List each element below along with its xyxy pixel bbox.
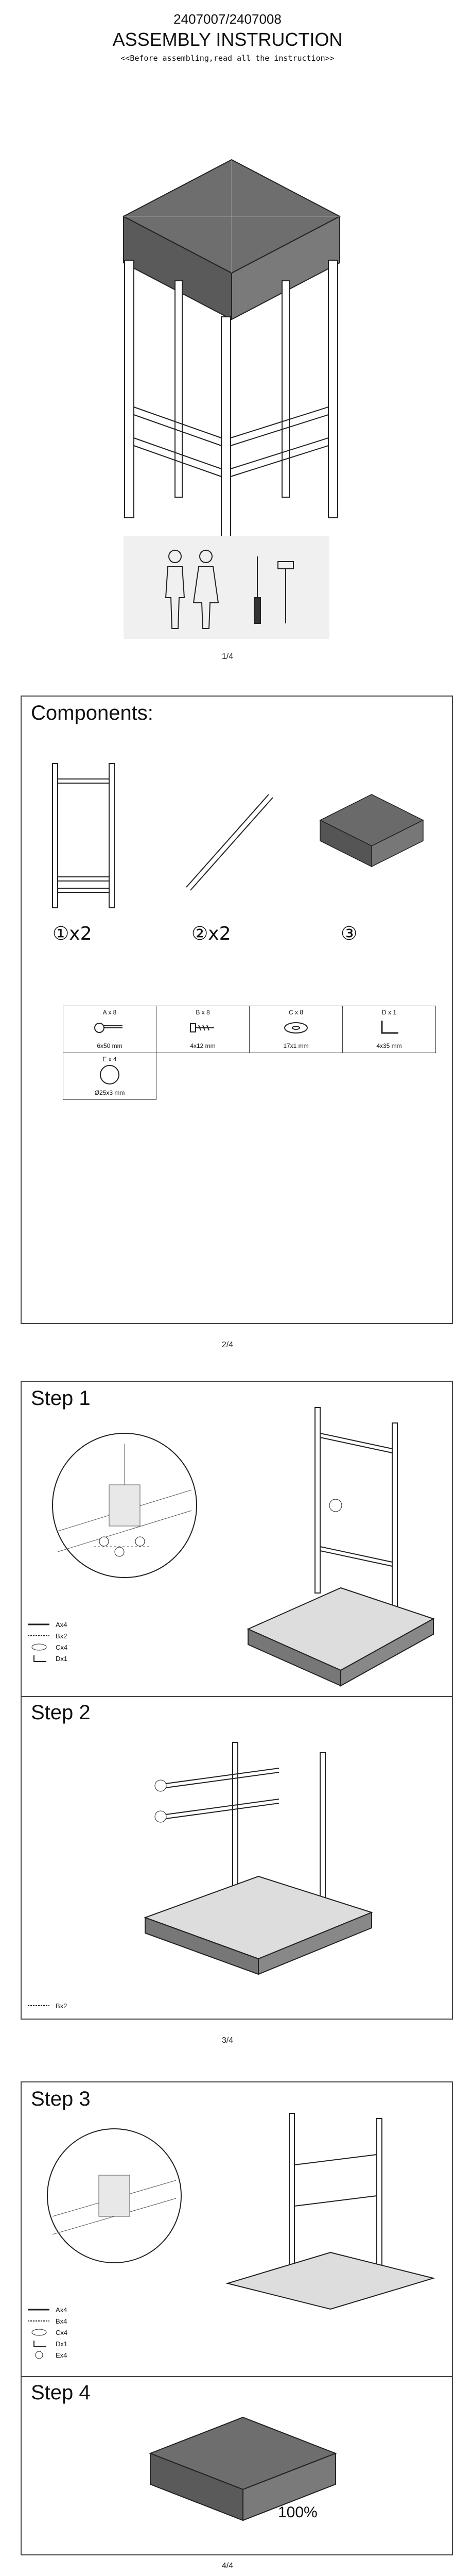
legend-label: Bx2 (56, 2002, 67, 2010)
hardware-e-label: E x 4 (102, 1056, 117, 1063)
felt-pad-icon (35, 2351, 43, 2359)
step-4-heading: Step 4 (31, 2381, 91, 2404)
washer-icon (31, 2329, 47, 2336)
step-2-legend: Bx2 (24, 2000, 67, 2011)
legend-row: Cx4 (24, 1641, 67, 1653)
allen-key-icon (33, 1655, 46, 1662)
hardware-b-label: B x 8 (196, 1009, 210, 1016)
stool-illustration (122, 159, 341, 539)
legend-label: Ax4 (56, 1620, 67, 1629)
hardware-a-size: 6x50 mm (97, 1042, 122, 1049)
step-divider (22, 1696, 452, 1697)
seat-part (319, 794, 424, 868)
hardware-e: E x 4 Ø25x3 mm (63, 1053, 156, 1100)
side-frame-part (52, 763, 115, 908)
legend-row: Bx4 (24, 2315, 67, 2327)
step-1-legend: Ax4 Bx2 Cx4 Dx1 (24, 1619, 67, 1664)
part-2-qty: ②x2 (191, 923, 231, 944)
hardware-d-size: 4x35 mm (376, 1042, 402, 1049)
step-2-assembly (144, 1742, 373, 1975)
screw-icon (190, 1023, 214, 1032)
hardware-b: B x 8 4x12 mm (156, 1006, 250, 1053)
hardware-b-size: 4x12 mm (190, 1042, 216, 1049)
hardware-table: A x 8 6x50 mm B x 8 4x12 mm C x 8 17x1 m… (63, 1006, 436, 1100)
washer-icon (31, 1643, 47, 1651)
legend-row: Ax4 (24, 2304, 67, 2315)
step-2-heading: Step 2 (31, 1701, 91, 1724)
page-number-2: 2/4 (221, 1341, 234, 1349)
legend-label: Ax4 (56, 2306, 67, 2314)
screw-icon (28, 2005, 49, 2006)
step-3-assembly (225, 2113, 435, 2310)
step-4-stool (149, 2416, 337, 2521)
legend-label: Dx1 (56, 2340, 68, 2348)
allen-key-icon (33, 2341, 46, 2347)
washer-icon (284, 1022, 308, 1033)
assembly-people-tools (124, 536, 329, 639)
step-3-detail-circle (47, 2128, 182, 2263)
hardware-a: A x 8 6x50 mm (63, 1006, 156, 1053)
legend-label: Cx4 (56, 2328, 68, 2336)
hardware-c-label: C x 8 (288, 1009, 303, 1016)
felt-pad-icon (100, 1065, 119, 1084)
page-number-3: 3/4 (221, 2036, 234, 2045)
hardware-e-size: Ø25x3 mm (94, 1089, 125, 1096)
legend-row: Ex4 (24, 2349, 67, 2361)
step-3-heading: Step 3 (31, 2088, 91, 2110)
components-panel: Components: ①x2 ②x2 ③ A x 8 (21, 696, 453, 1324)
bolt-icon (28, 2309, 49, 2311)
model-number: 2407007/2407008 (173, 11, 282, 27)
part-1-qty: ①x2 (52, 923, 92, 944)
legend-row: Dx1 (24, 1653, 67, 1664)
page-number-4: 4/4 (221, 2562, 234, 2570)
screwdriver-icon (254, 556, 261, 624)
legend-row: Ax4 (24, 1619, 67, 1630)
page-number-1: 1/4 (221, 652, 234, 661)
step-1-detail-circle (52, 1433, 197, 1578)
part-3-qty: ③ (341, 923, 358, 944)
rail-part (186, 794, 273, 891)
hardware-c-size: 17x1 mm (283, 1042, 309, 1049)
steps-3-4-panel: Step 3 Ax4 Bx4 Cx4 Dx1 Ex4 Step 4 (21, 2081, 453, 2555)
step-1-heading: Step 1 (31, 1387, 91, 1410)
tighten-percent: 100% (278, 2504, 318, 2521)
legend-label: Dx1 (56, 1654, 68, 1663)
document-subtitle: <<Before assembling,read all the instruc… (120, 54, 335, 63)
two-person-icon (165, 550, 219, 629)
hardware-d: D x 1 4x35 mm (342, 1006, 436, 1053)
bolt-icon (28, 1623, 49, 1625)
legend-row: Cx4 (24, 2327, 67, 2338)
step-divider (22, 2376, 452, 2377)
screw-icon (28, 2320, 49, 2321)
hardware-d-label: D x 1 (381, 1009, 396, 1016)
screw-icon (28, 1635, 49, 1636)
document-title: ASSEMBLY INSTRUCTION (112, 29, 343, 50)
legend-label: Ex4 (56, 2351, 67, 2359)
legend-label: Bx2 (56, 1632, 67, 1640)
legend-row: Bx2 (24, 1630, 67, 1641)
hammer-icon (277, 561, 294, 623)
step-3-legend: Ax4 Bx4 Cx4 Dx1 Ex4 (24, 2304, 67, 2361)
legend-row: Dx1 (24, 2338, 67, 2349)
hardware-a-label: A x 8 (102, 1009, 117, 1016)
components-heading: Components: (31, 702, 153, 724)
legend-label: Bx4 (56, 2317, 67, 2325)
legend-label: Cx4 (56, 1643, 68, 1651)
bolt-icon (94, 1023, 122, 1033)
step-1-assembly (247, 1407, 435, 1687)
hardware-c: C x 8 17x1 mm (249, 1006, 343, 1053)
steps-1-2-panel: Step 1 Ax4 Bx2 Cx4 Dx1 Step 2 (21, 1381, 453, 2020)
legend-row: Bx2 (24, 2000, 67, 2011)
allen-key-icon (381, 1021, 398, 1034)
